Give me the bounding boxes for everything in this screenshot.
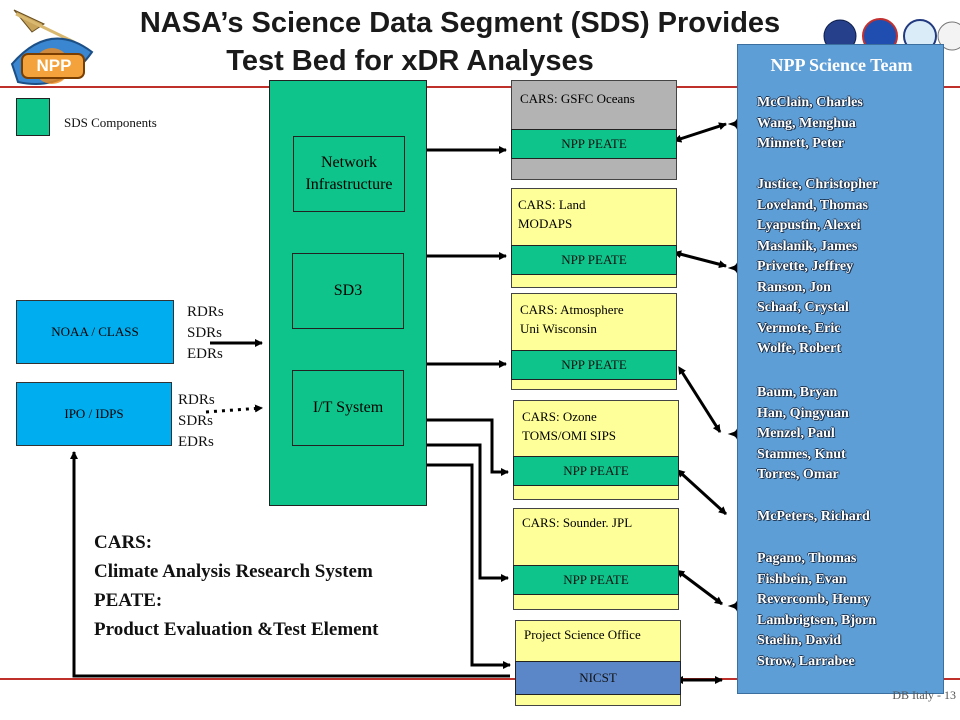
footer-page-label: DB Italy - 13 <box>892 688 956 702</box>
team-member: Staelin, David <box>757 633 842 648</box>
team-member: Baum, Bryan <box>757 385 838 400</box>
cars-title: CARS: Atmosphere Uni Wisconsin <box>520 302 624 336</box>
team-member: Menzel, Paul <box>757 426 835 441</box>
noaa-product: RDRs <box>187 304 224 320</box>
team-member: Vermote, Eric <box>757 320 841 336</box>
glossary-line: PEATE: <box>94 590 163 611</box>
noaa-product: EDRs <box>187 346 223 362</box>
sd3-box[interactable]: SD3 <box>292 253 404 329</box>
npp-peate-box[interactable]: NPP PEATE <box>511 350 677 380</box>
cars-land-modaps[interactable]: CARS: Land MODAPS NPP PEATE <box>511 188 677 288</box>
project-science-office[interactable]: Project Science Office NICST <box>515 620 681 706</box>
team-member: Revercomb, Henry <box>757 592 871 607</box>
science-group-oceans: McClain, Charles Wang, Menghua Minnett, … <box>757 93 863 155</box>
team-member: Wolfe, Robert <box>757 341 841 356</box>
ipo-product: EDRs <box>178 434 214 450</box>
ipo-product: SDRs <box>178 413 214 429</box>
npp-logo-graphic <box>10 9 94 85</box>
science-team-panel: NPP Science Team McClain, Charles Wang, … <box>737 44 944 694</box>
team-member: Maslanik, James <box>757 238 858 254</box>
top-rule <box>0 86 960 88</box>
npp-peate-box[interactable]: NPP PEATE <box>511 245 677 275</box>
cars-gsfc-oceans[interactable]: CARS: GSFC Oceans NPP PEATE <box>511 80 677 180</box>
it-system-label: I/T System <box>312 399 384 416</box>
team-member: Han, Qingyuan <box>757 405 849 421</box>
cars-title: CARS: GSFC Oceans <box>520 91 635 106</box>
slide-title-line1: NASA’s Science Data Segment (SDS) Provid… <box>139 7 781 39</box>
ipo-products: RDRs SDRs EDRs <box>178 390 215 453</box>
legend-swatch <box>16 98 50 136</box>
pso-title: Project Science Office <box>524 627 641 642</box>
nicst-box[interactable]: NICST <box>515 661 681 695</box>
science-group-sounder: Pagano, Thomas Fishbein, Evan Revercomb,… <box>757 549 876 672</box>
science-group-land: Justice, Christopher Loveland, Thomas Ly… <box>757 175 878 360</box>
noaa-class-box[interactable]: NOAA / CLASS <box>16 300 174 364</box>
team-member: Loveland, Thomas <box>757 197 868 213</box>
glossary-line: Product Evaluation &Test Element <box>94 619 379 640</box>
team-member: Fishbein, Evan <box>757 571 847 587</box>
npp-logo-text: NPP <box>36 56 72 75</box>
bottom-rule <box>0 678 960 680</box>
npp-peate-box[interactable]: NPP PEATE <box>513 456 679 486</box>
science-team-title: NPP Science Team <box>770 55 913 75</box>
team-member: Torres, Omar <box>757 467 839 482</box>
cars-title: CARS: Ozone TOMS/OMI SIPS <box>522 409 617 443</box>
network-infrastructure-label: Network Infrastructure <box>305 154 393 193</box>
npp-peate-box[interactable]: NPP PEATE <box>513 565 679 595</box>
cars-title: CARS: Land MODAPS <box>518 197 586 231</box>
legend-label: SDS Components <box>64 115 157 130</box>
science-group-ozone: McPeters, Richard <box>757 507 870 528</box>
team-member: McPeters, Richard <box>757 509 870 524</box>
ipo-idps-box[interactable]: IPO / IDPS <box>16 382 172 446</box>
ipo-product: RDRs <box>178 392 215 408</box>
team-member: McClain, Charles <box>757 95 863 110</box>
team-member: Justice, Christopher <box>757 177 879 192</box>
glossary-line: Climate Analysis Research System <box>94 561 373 582</box>
cars-atmosphere[interactable]: CARS: Atmosphere Uni Wisconsin NPP PEATE <box>511 293 677 390</box>
team-member: Minnett, Peter <box>757 136 845 151</box>
slide-title-line2: Test Bed for xDR Analyses <box>226 45 594 77</box>
team-member: Pagano, Thomas <box>757 551 857 566</box>
noaa-products: RDRs SDRs EDRs <box>187 302 224 365</box>
glossary-line: CARS: <box>94 532 153 553</box>
team-member: Wang, Menghua <box>757 115 856 131</box>
cars-title: CARS: Sounder. JPL <box>522 515 633 530</box>
noaa-product: SDRs <box>187 325 223 341</box>
team-member: Lyapustin, Alexei <box>757 218 861 233</box>
it-system-box[interactable]: I/T System <box>292 370 404 446</box>
team-member: Privette, Jeffrey <box>757 259 854 274</box>
cars-sounder[interactable]: CARS: Sounder. JPL NPP PEATE <box>513 508 679 610</box>
npp-peate-box[interactable]: NPP PEATE <box>511 129 677 159</box>
npp-logo: NPP <box>4 2 96 94</box>
team-member: Ranson, Jon <box>757 279 831 295</box>
team-member: Schaaf, Crystal <box>757 300 849 315</box>
team-member: Lambrigtsen, Bjorn <box>757 612 876 628</box>
network-infrastructure-box[interactable]: Network Infrastructure <box>293 136 405 212</box>
team-member: Stamnes, Knut <box>757 446 846 462</box>
ipo-idps-label: IPO / IDPS <box>64 406 124 421</box>
glossary: CARS: Climate Analysis Research System P… <box>94 528 378 644</box>
team-member: Strow, Larrabee <box>757 653 855 669</box>
sd3-label: SD3 <box>333 282 363 299</box>
noaa-class-label: NOAA / CLASS <box>51 324 139 339</box>
cars-ozone[interactable]: CARS: Ozone TOMS/OMI SIPS NPP PEATE <box>513 400 679 500</box>
science-group-atmosphere: Baum, Bryan Han, Qingyuan Menzel, Paul S… <box>757 383 849 486</box>
